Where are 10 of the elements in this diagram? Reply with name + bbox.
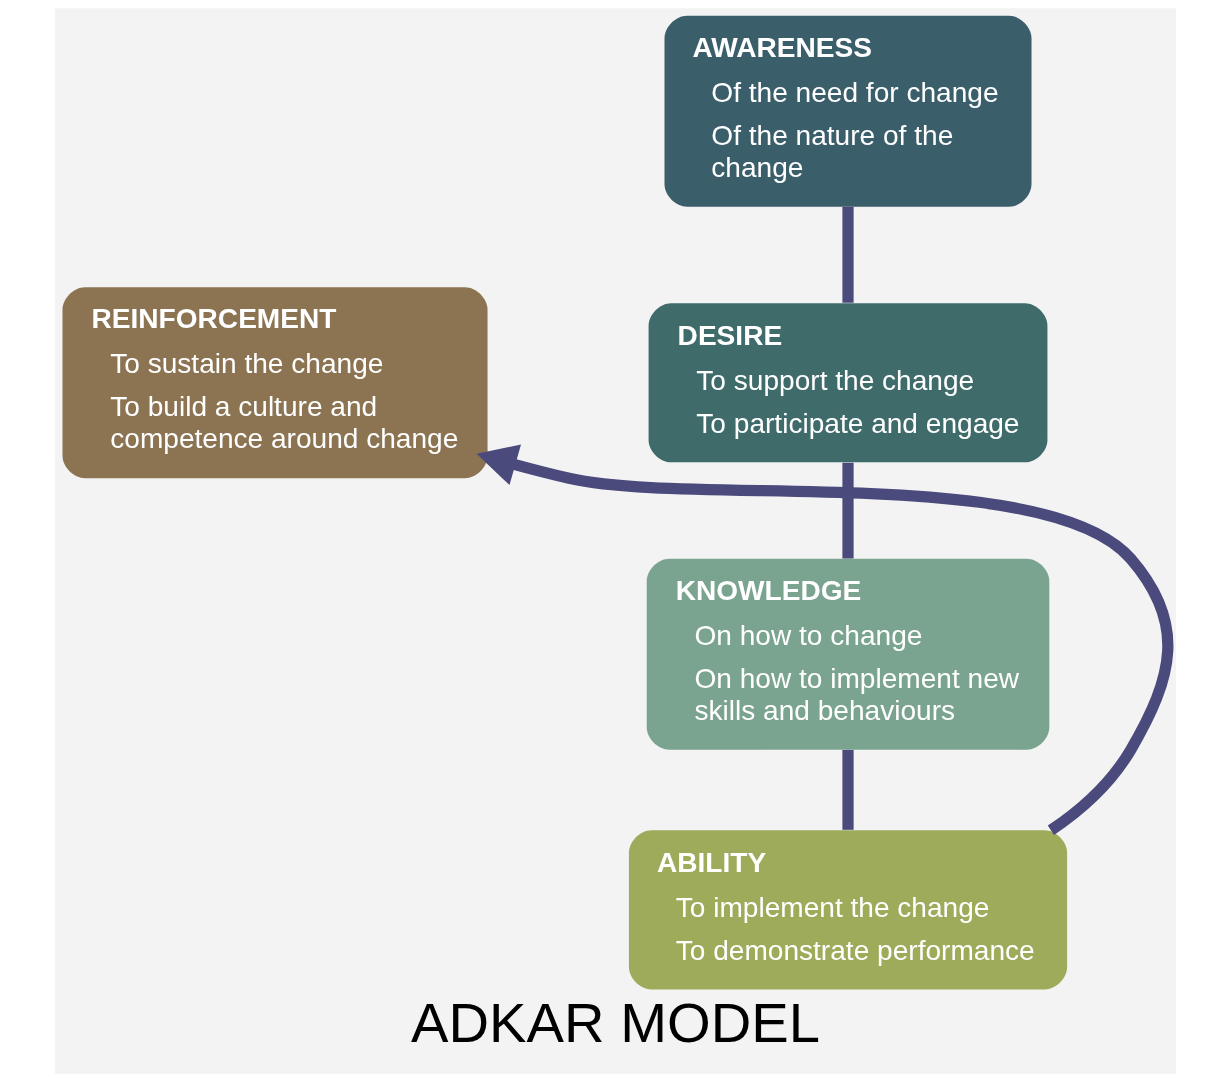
diagram-title: ADKAR MODEL bbox=[410, 990, 820, 1054]
connector bbox=[841, 462, 854, 559]
arrow bbox=[476, 444, 1173, 835]
node-box: KNOWLEDGE On how to change On how to implement new skills and behaviours bbox=[646, 558, 1049, 750]
node-box: DESIRE To support the change To participate and engage bbox=[648, 303, 1047, 463]
node-box: REINFORCEMENT To sustain the change To build a culture and competence around change bbox=[62, 287, 488, 479]
node-box: AWARENESS Of the need for change Of the nature of the change bbox=[664, 15, 1031, 207]
connector bbox=[841, 206, 854, 303]
connector bbox=[841, 749, 854, 830]
node-box: ABILITY To implement the change To demonstrate performance bbox=[628, 830, 1067, 990]
